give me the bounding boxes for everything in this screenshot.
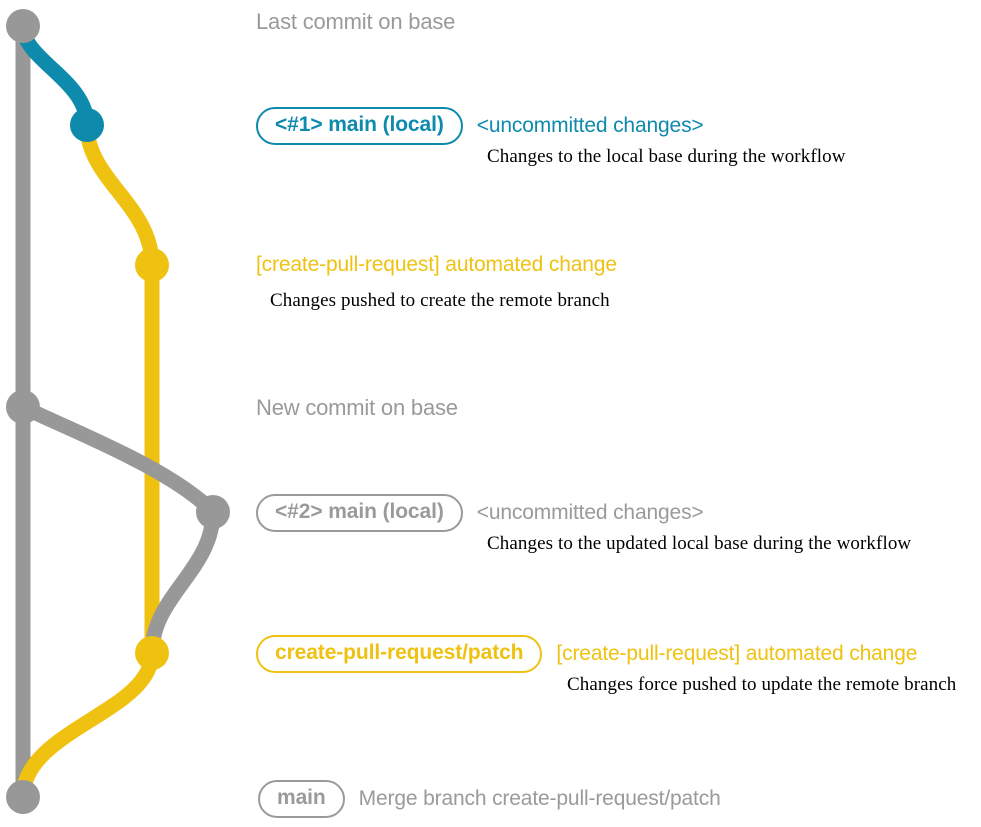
branch-pill-create-pull-request-patch[interactable]: create-pull-request/patch	[256, 635, 543, 673]
row-merge-commit: main Merge branch create-pull-request/pat…	[258, 780, 721, 818]
commit-headline-patch-1: [create-pull-request] automated change	[256, 253, 617, 276]
commit-description-patch-1: Changes pushed to create the remote bran…	[270, 290, 610, 311]
commit-node-local-1[interactable]	[70, 108, 104, 142]
commit-description-patch-2: Changes force pushed to update the remot…	[567, 674, 957, 695]
commit-description-local-2: Changes to the updated local base during…	[487, 533, 912, 554]
caption-new-commit-on-base: New commit on base	[256, 395, 458, 420]
edge-local-1-to-patch-1	[79, 117, 160, 273]
edge-local-2-to-patch-2	[144, 504, 221, 661]
branch-pill-main-local-2[interactable]: <#2> main (local)	[256, 494, 463, 532]
commit-node-local-2[interactable]	[196, 495, 230, 529]
edge-base-2-to-local-2	[15, 399, 221, 520]
branch-pill-main[interactable]: main	[258, 780, 345, 818]
row-patch-commit-1: [create-pull-request] automated change	[256, 253, 617, 277]
row-patch-commit-2: create-pull-request/patch [create-pull-re…	[256, 635, 917, 673]
commit-description-local-1: Changes to the local base during the wor…	[487, 146, 846, 167]
commit-headline-local-1: <uncommitted changes>	[476, 114, 704, 137]
commit-node-merge[interactable]	[6, 780, 40, 814]
caption-last-commit-on-base: Last commit on base	[256, 9, 456, 34]
row-local-commit-1: <#1> main (local) <uncommitted changes>	[256, 107, 704, 145]
branch-pill-main-local-1[interactable]: <#1> main (local)	[256, 107, 463, 145]
edge-patch-2-to-merge	[15, 645, 160, 805]
graph-nodes	[6, 9, 230, 814]
commit-node-patch-1[interactable]	[135, 248, 169, 282]
commit-node-patch-2[interactable]	[135, 636, 169, 670]
commit-node-base-2[interactable]	[6, 390, 40, 424]
commit-headline-patch-2: [create-pull-request] automated change	[556, 642, 918, 665]
commit-headline-local-2: <uncommitted changes>	[476, 501, 704, 524]
row-local-commit-2: <#2> main (local) <uncommitted changes>	[256, 494, 704, 532]
commit-node-base-1[interactable]	[6, 9, 40, 43]
commit-headline-merge: Merge branch create-pull-request/patch	[358, 787, 721, 810]
